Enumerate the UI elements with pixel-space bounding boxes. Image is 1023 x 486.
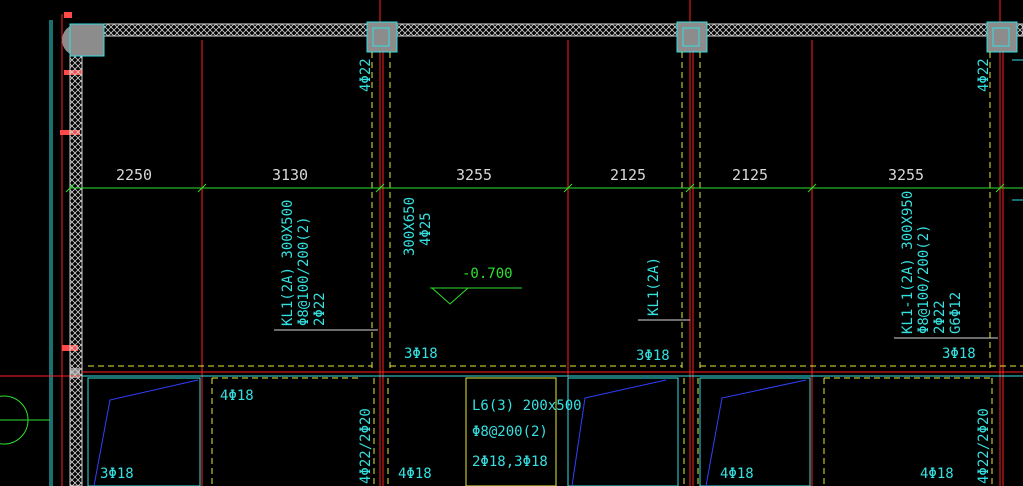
slab-edge-lines [93,379,807,486]
slab-rebar-4d18-c: 4Φ18 [720,466,754,482]
kl1-label-line3: 2Φ22 [312,292,328,326]
dim-text-4: 2125 [610,166,646,184]
kl1-1-label-line3: 2Φ22 [932,300,948,334]
dim-text-3: 3255 [456,166,492,184]
bottom-rebar-3d18-b: 3Φ18 [636,348,670,364]
dim-text-6: 3255 [888,166,924,184]
dim-text-2: 3130 [272,166,308,184]
kl1-short-label: KL1(2A) [646,257,662,316]
kl1-label-line1: KL1(2A) 300X500 [280,200,296,326]
top-rebar-label-2: 4Φ22 [976,58,992,92]
right-edge-details [1012,59,1023,201]
top-rebar-label-1: 4Φ22 [358,58,374,92]
dim-text-1: 2250 [116,166,152,184]
kl1-1-label-line4: G6Φ12 [948,292,964,334]
l6-label-line3: 2Φ18,3Φ18 [472,454,548,470]
side-rebar-label-1: 4Φ22/2Φ20 [358,408,374,484]
dim-text-5: 2125 [732,166,768,184]
top-wall-hatch [79,23,1023,37]
l6-label-line2: Φ8@200(2) [472,424,548,440]
kl1-1-label-line1: KL1-1(2A) 300X950 [900,191,916,334]
dimension-line [65,183,1023,193]
columns [62,21,1018,57]
slab-rebar-4d18-d: 4Φ18 [920,466,954,482]
grid-axis-lines [82,0,1023,486]
l6-label-line1: L6(3) 200x500 [472,398,582,414]
column-size-label: 300X650 [402,197,418,256]
level-mark-text: -0.700 [462,266,513,282]
level-mark: -0.700 [430,266,522,305]
beam-outlines [88,52,1023,486]
kl1-label-line2: Φ8@100/200(2) [296,216,312,326]
bottom-rebar-3d18-c: 3Φ18 [942,346,976,362]
slab-rebar-4d18-a: 4Φ18 [220,388,254,404]
slab-rebar-3d18-d: 3Φ18 [100,466,134,482]
column-bars-label: 4Φ25 [418,212,434,246]
slab-panels [82,375,1023,486]
kl1-1-label-line2: Φ8@100/200(2) [916,224,932,334]
side-rebar-label-2: 4Φ22/2Φ20 [976,408,992,484]
bottom-rebar-3d18-a: 3Φ18 [404,346,438,362]
left-wall-hatch [69,39,83,486]
label-leaders [274,319,998,339]
slab-rebar-4d18-b: 4Φ18 [398,466,432,482]
